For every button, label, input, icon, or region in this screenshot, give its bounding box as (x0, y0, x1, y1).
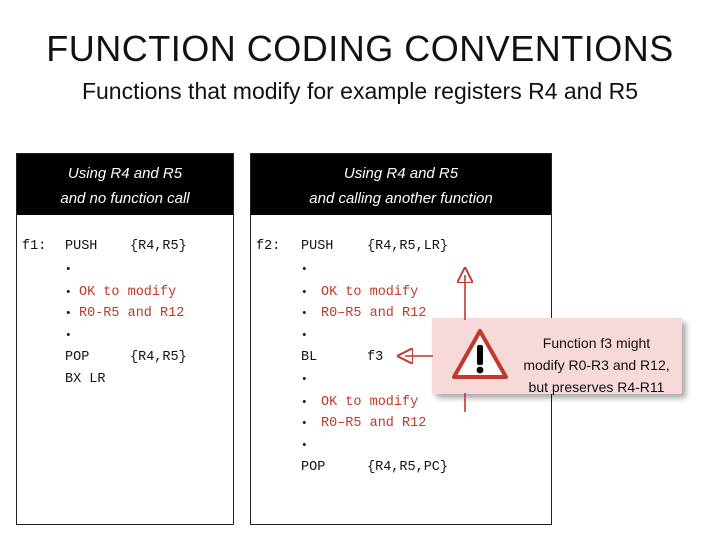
f2-comment-3: OK to modify (321, 395, 419, 410)
f2-push-op: PUSH (301, 239, 334, 254)
f1-bullet-2: • (65, 287, 72, 299)
right-header-line1: Using R4 and R5 (343, 165, 459, 182)
f2-pop-op: POP (301, 460, 326, 475)
f2-push-arg: {R4,R5,LR} (367, 239, 449, 254)
callout-line2: modify R0-R3 and R12, (523, 357, 670, 373)
f2-bullet-2: • (301, 287, 308, 299)
f2-bl-arg: f3 (367, 350, 384, 365)
callout-line1: Function f3 might (542, 335, 651, 351)
left-panel-header: Using R4 and R5 and no function call (17, 154, 233, 215)
f2-comment-2: R0–R5 and R12 (321, 306, 427, 321)
f1-return: BX LR (65, 372, 106, 387)
f1-bullet-1: • (65, 264, 72, 276)
f2-pop-arg: {R4,R5,PC} (367, 460, 449, 475)
f2-comment-4: R0–R5 and R12 (321, 416, 427, 431)
callout-text: Function f3 might modify R0-R3 and R12, … (514, 332, 679, 398)
f1-pop-op: POP (65, 350, 90, 365)
f1-label: f1: (22, 239, 47, 254)
f2-bullet-8: • (301, 440, 308, 452)
right-header-line2: and calling another function (309, 190, 493, 207)
f1-comment-2: R0-R5 and R12 (79, 306, 185, 321)
f2-bullet-6: • (301, 397, 308, 409)
right-panel-header: Using R4 and R5 and calling another func… (251, 154, 551, 215)
f1-push-arg: {R4,R5} (130, 239, 187, 254)
warning-icon (452, 329, 508, 379)
f2-comment-1: OK to modify (321, 285, 419, 300)
f2-bullet-1: • (301, 264, 308, 276)
f1-pop-arg: {R4,R5} (130, 350, 187, 365)
left-header-line2: and no function call (60, 190, 190, 207)
left-header-line1: Using R4 and R5 (67, 165, 183, 182)
left-code-panel: Using R4 and R5 and no function call f1:… (16, 153, 234, 525)
slide-title: FUNCTION CODING CONVENTIONS (46, 28, 674, 69)
f1-bullet-3: • (65, 308, 72, 320)
f2-bullet-7: • (301, 418, 308, 430)
callout-line3: but preserves R4-R11 (528, 379, 665, 395)
f1-bullet-4: • (65, 330, 72, 342)
f2-bl-op: BL (301, 350, 318, 365)
slide-subtitle: Functions that modify for example regist… (81, 78, 639, 104)
f2-bullet-3: • (301, 308, 308, 320)
f1-push-op: PUSH (65, 239, 98, 254)
f2-bullet-5: • (301, 374, 308, 386)
f1-comment-1: OK to modify (79, 285, 177, 300)
warning-callout: Function f3 might modify R0-R3 and R12, … (432, 318, 682, 395)
f2-label: f2: (256, 239, 281, 254)
f2-bullet-4: • (301, 330, 308, 342)
